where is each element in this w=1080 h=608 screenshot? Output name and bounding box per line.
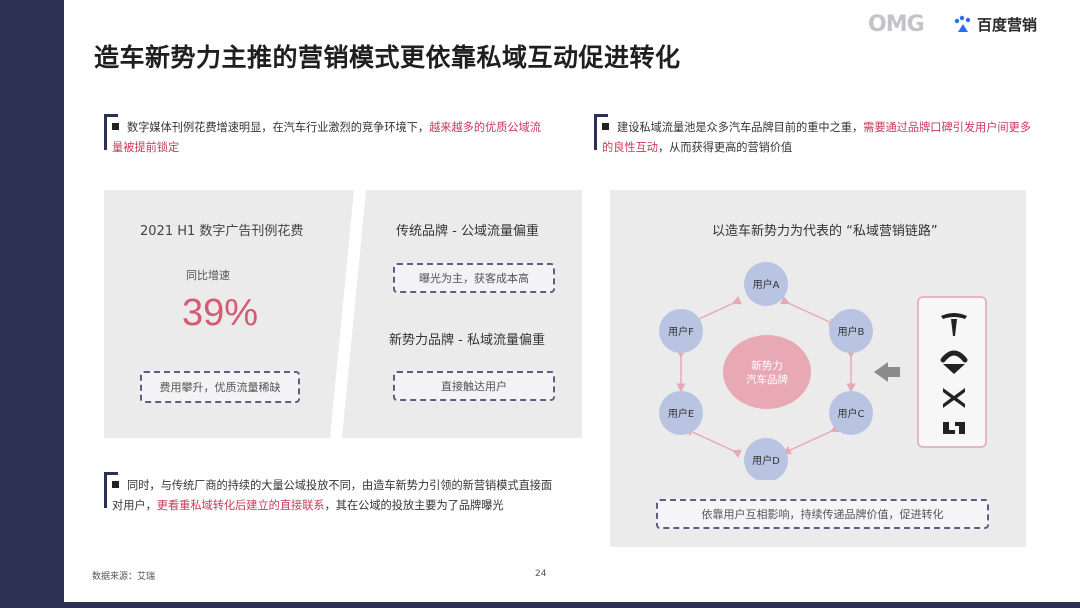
- new-brand-heading: 新势力品牌 - 私域流量偏重: [389, 333, 545, 348]
- bullet-icon: [112, 123, 119, 130]
- note-text-after: ，从而获得更高的营销价值: [657, 141, 793, 154]
- omg-logo: OMG: [868, 12, 925, 37]
- tesla-logo-icon: [941, 313, 967, 336]
- user-label: 用户B: [838, 325, 865, 338]
- arrow-a-b: [780, 296, 839, 327]
- growth-value: 39%: [182, 292, 259, 334]
- li-auto-logo-icon: [943, 422, 965, 434]
- traditional-note: 曝光为主，获客成本高: [419, 272, 529, 285]
- nio-logo-icon: [940, 350, 968, 374]
- page-number: 24: [535, 569, 547, 579]
- growth-heading: 2021 H1 数字广告刊例花费: [140, 224, 304, 239]
- note-bracket: [594, 114, 608, 150]
- bullet-icon: [112, 481, 119, 488]
- baidu-marketing-logo: 百度营销: [953, 14, 1037, 35]
- note-text: 数字媒体刊例花费增速明显，在汽车行业激烈的竞争环境下，: [127, 121, 430, 134]
- brand-logos-box: [917, 296, 987, 448]
- user-label: 用户A: [753, 278, 780, 291]
- center-brand-node: [723, 335, 811, 409]
- private-domain-heading: 以造车新势力为代表的 “私域营销链路”: [712, 224, 938, 239]
- note-text-after: ，其在公域的投放主要为了品牌曝光: [324, 499, 504, 512]
- chain-footer-note-box: 依靠用户互相影响，持续传递品牌价值，促进转化: [656, 499, 989, 529]
- user-node-e: 用户E: [659, 391, 703, 435]
- center-line-1: 新势力: [751, 359, 783, 372]
- note-text: 建设私域流量池是众多汽车品牌目前的重中之重，: [617, 121, 864, 134]
- user-node-b: 用户B: [829, 309, 873, 353]
- user-label: 用户E: [668, 407, 694, 420]
- note-bracket: [104, 114, 118, 150]
- note-bracket: [104, 472, 118, 508]
- note-bottom-left: 同时，与传统厂商的持续的大量公域投放不同，由造车新势力引领的新营销模式直接面对用…: [104, 472, 562, 516]
- bullet-icon: [602, 123, 609, 130]
- traditional-brand-heading: 传统品牌 - 公域流量偏重: [396, 224, 539, 239]
- chain-footer-note: 依靠用户互相影响，持续传递品牌价值，促进转化: [701, 508, 944, 521]
- note-top-right: 建设私域流量池是众多汽车品牌目前的重中之重，需要通过品牌口碑引发用户间更多的良性…: [594, 114, 1032, 158]
- bottom-decor-band: [64, 602, 1080, 608]
- user-node-d: 用户D: [744, 438, 788, 480]
- xpeng-logo-icon: [943, 388, 965, 408]
- note-highlight: 需要通过品牌口碑引发用户间更多的良性互动: [602, 121, 1031, 154]
- baidu-paw-icon: [954, 15, 971, 32]
- growth-note-box: 费用攀升，优质流量稀缺: [140, 371, 300, 403]
- baidu-logo-text: 百度营销: [977, 16, 1038, 34]
- user-label: 用户F: [668, 325, 694, 338]
- page-title: 造车新势力主推的营销模式更依靠私域互动促进转化: [94, 43, 681, 72]
- user-node-f: 用户F: [659, 309, 703, 353]
- user-node-c: 用户C: [829, 391, 873, 435]
- user-label: 用户C: [838, 407, 865, 420]
- marketing-chain-diagram: 新势力 汽车品牌 用户A 用户B 用户C 用户D 用户E 用户F: [659, 262, 900, 480]
- traditional-note-box: 曝光为主，获客成本高: [393, 263, 555, 293]
- note-highlight: 更看重私域转化后建立的直接联系: [156, 499, 325, 512]
- note-text: 同时，与传统厂商的持续的大量公域投放不同，由造车新势力引领的新营销模式直接面对用…: [112, 479, 553, 512]
- center-line-2: 汽车品牌: [746, 373, 788, 386]
- left-decor-band: [0, 0, 64, 608]
- brand-logos: [940, 313, 968, 434]
- user-node-a: 用户A: [744, 262, 788, 306]
- left-arrow-icon: [874, 362, 900, 382]
- note-top-left: 数字媒体刊例花费增速明显，在汽车行业激烈的竞争环境下，越来越多的优质公域流量被提…: [104, 114, 542, 158]
- growth-note: 费用攀升，优质流量稀缺: [159, 381, 281, 394]
- user-label: 用户D: [752, 454, 780, 467]
- new-brand-note: 直接触达用户: [441, 380, 507, 393]
- data-source: 数据来源：艾瑞: [92, 572, 156, 582]
- growth-label: 同比增速: [186, 269, 230, 282]
- arrow-d-e: [683, 427, 742, 458]
- arrow-c-d: [781, 424, 840, 455]
- new-brand-note-box: 直接触达用户: [393, 371, 555, 401]
- note-highlight: 越来越多的优质公域流量被提前锁定: [112, 121, 541, 154]
